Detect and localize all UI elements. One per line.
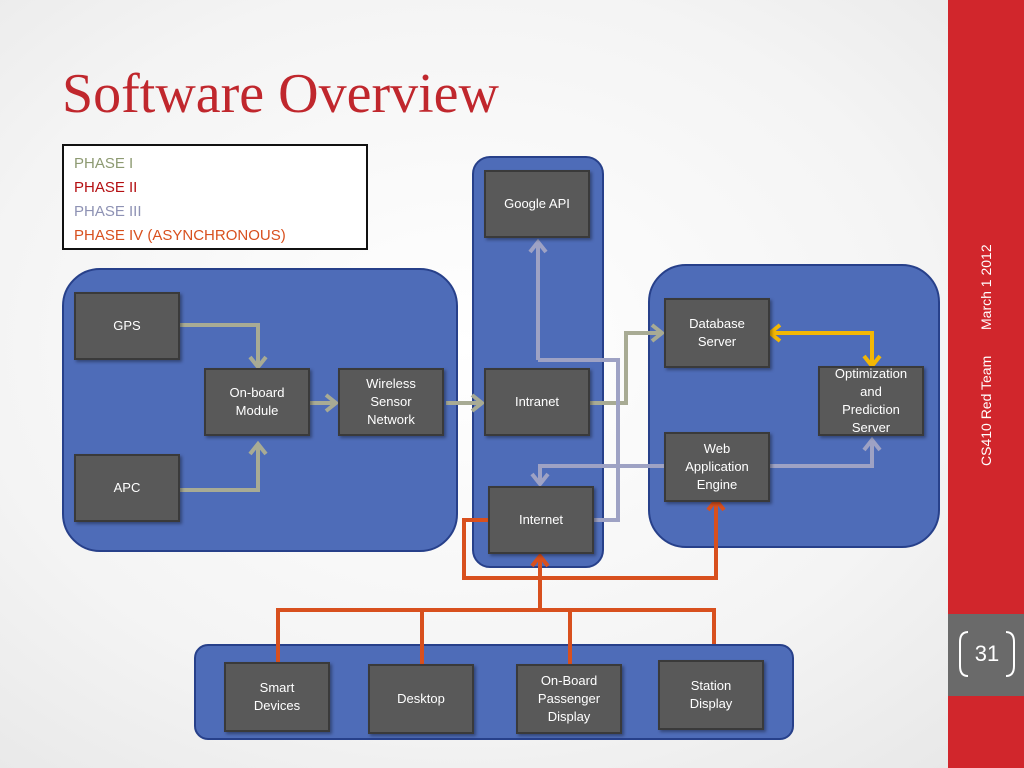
desktop-label: Desktop — [397, 691, 445, 706]
gps-node: GPS — [74, 292, 180, 360]
intranet-label: Intranet — [514, 394, 560, 409]
page-number-brackets — [959, 631, 1015, 677]
wireless-sensor-network-label: Wireless Sensor Network — [366, 376, 416, 427]
legend-phase-4: PHASE IV (ASYNCHRONOUS) — [74, 227, 286, 244]
page-number: 31 — [974, 641, 1000, 666]
page-title: Software Overview — [62, 63, 499, 125]
db-optimization-link — [766, 323, 882, 370]
database-server-node: Database Server — [664, 298, 770, 368]
database-server-label: Database Server — [689, 316, 745, 349]
web-application-engine-label: Web Application Engine — [685, 441, 749, 492]
footer-date: March 1 2012 — [978, 244, 994, 330]
onboard-passenger-display-node: On-Board Passenger Display — [516, 664, 622, 734]
apc-node: APC — [74, 454, 180, 522]
station-display-label: Station Display — [689, 678, 733, 711]
station-display-node: Station Display — [658, 660, 764, 730]
legend-phase-3: PHASE III — [74, 203, 142, 220]
connector-lines — [180, 238, 882, 664]
phase-1-arrows — [180, 323, 666, 492]
web-application-engine-node: Web Application Engine — [664, 432, 770, 502]
wireless-sensor-network-node: Wireless Sensor Network — [338, 368, 444, 436]
onboard-module-node: On-board Module — [204, 368, 310, 436]
legend-phase-2: PHASE II — [74, 179, 138, 196]
google-api-label: Google API — [504, 196, 570, 211]
smart-devices-node: Smart Devices — [224, 662, 330, 732]
phase-legend: PHASE I PHASE II PHASE III PHASE IV (ASY… — [62, 144, 368, 250]
phase-3-arrows — [528, 238, 882, 522]
onboard-passenger-display-label: On-Board Passenger Display — [537, 673, 601, 724]
optimization-server-label: Optimization and Prediction Server — [834, 366, 908, 435]
smart-devices-label: Smart Devices — [253, 680, 301, 713]
gps-label: GPS — [113, 318, 141, 333]
phase-4-arrows — [276, 496, 726, 664]
internet-node: Internet — [488, 486, 594, 554]
onboard-module-label: On-board Module — [229, 385, 285, 418]
intranet-node: Intranet — [484, 368, 590, 436]
apc-label: APC — [113, 480, 141, 495]
internet-label: Internet — [518, 512, 564, 527]
legend-phase-1: PHASE I — [74, 155, 134, 172]
footer-team: CS410 Red Team — [978, 355, 994, 466]
desktop-node: Desktop — [368, 664, 474, 734]
optimization-server-node: Optimization and Prediction Server — [818, 366, 924, 436]
google-api-node: Google API — [484, 170, 590, 238]
